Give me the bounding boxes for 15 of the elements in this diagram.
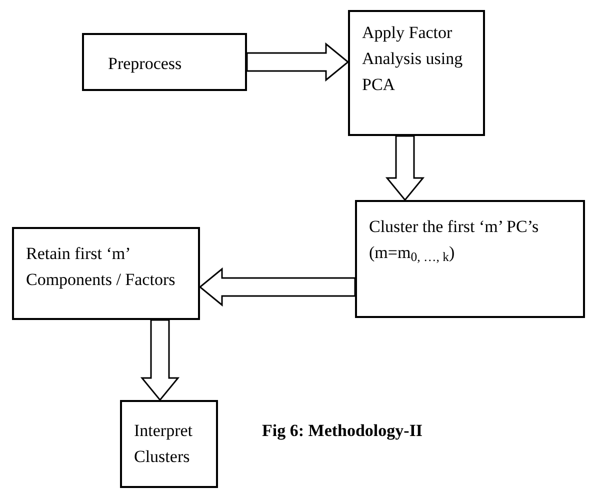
block-arrow bbox=[198, 267, 356, 307]
process-box bbox=[355, 200, 585, 318]
figure-caption: Fig 6: Methodology-II bbox=[262, 420, 423, 442]
box-label: Preprocess bbox=[108, 53, 183, 75]
process-box bbox=[12, 227, 200, 320]
box-label: Apply Factor Analysis using PCA bbox=[362, 22, 464, 96]
box-label: Cluster the first ‘m’ PC’s (m=m$_{0, …, k}$) bbox=[369, 216, 540, 266]
process-box bbox=[82, 33, 247, 91]
box-label: Interpret Clusters bbox=[134, 420, 194, 468]
process-box bbox=[120, 400, 218, 488]
block-arrow bbox=[385, 135, 425, 202]
block-arrow bbox=[246, 42, 350, 82]
process-box bbox=[348, 10, 485, 136]
block-arrow bbox=[140, 319, 180, 402]
box-label: Retain first ‘m’ Components / Factors bbox=[26, 243, 176, 291]
